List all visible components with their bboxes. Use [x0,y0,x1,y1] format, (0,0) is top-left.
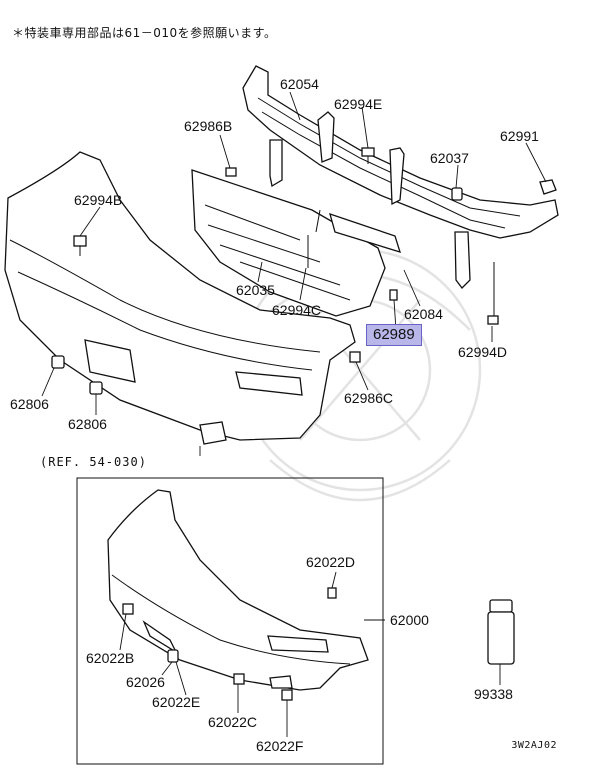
part-label-62986B[interactable]: 62986B [184,118,233,134]
special-parts-note: ＊特装車専用部品は61－010を参照願います。 [12,26,277,40]
part-label-62806-a[interactable]: 62806 [10,396,49,412]
front-bumper-upper[interactable] [4,151,356,445]
screw-62986C[interactable] [349,351,361,363]
part-label-62991[interactable]: 62991 [500,128,539,144]
part-label-62035[interactable]: 62035 [236,282,275,298]
part-label-62022E[interactable]: 62022E [152,694,201,710]
grille-62035[interactable] [191,169,401,317]
part-label-62989-highlighted[interactable]: 62989 [366,324,422,346]
bracket-62026[interactable] [142,620,179,663]
part-label-99338[interactable]: 99338 [474,686,513,702]
clip-62806-a[interactable] [51,355,65,369]
reference-label[interactable]: (REF. 54-030) [40,455,147,469]
part-label-62022C[interactable]: 62022C [208,714,258,730]
reinforcement-bar-62054[interactable] [242,65,559,325]
seal-62989[interactable] [389,289,398,301]
clip-62806-b[interactable] [89,381,103,395]
part-label-62806-b[interactable]: 62806 [68,416,107,432]
clip-62991[interactable] [539,179,557,195]
part-label-62037[interactable]: 62037 [430,150,469,166]
part-label-62994E[interactable]: 62994E [334,96,383,112]
part-label-62054[interactable]: 62054 [280,76,319,92]
part-label-62994D[interactable]: 62994D [458,344,508,360]
paint-bottle-99338[interactable] [487,599,515,665]
fastener-62022B[interactable] [122,603,134,615]
part-label-62022D[interactable]: 62022D [306,554,356,570]
part-label-62994C[interactable]: 62994C [272,302,322,318]
part-label-62986C[interactable]: 62986C [344,390,394,406]
part-label-62994B[interactable]: 62994B [74,192,123,208]
fastener-62022C[interactable] [233,673,245,685]
fastener-62037[interactable] [451,187,463,201]
front-bumper-62000[interactable] [107,489,369,691]
fastener-62022D[interactable] [327,587,337,599]
reference-box [76,477,384,765]
fastener-62022F[interactable] [281,689,293,701]
part-label-62022B[interactable]: 62022B [86,650,135,666]
part-label-62000[interactable]: 62000 [390,612,429,628]
part-label-62084[interactable]: 62084 [404,306,443,322]
screw-62986B[interactable] [225,167,237,177]
leader-lines [41,91,547,737]
part-label-62026[interactable]: 62026 [126,674,165,690]
part-label-62022F[interactable]: 62022F [256,738,304,754]
drawing-code: 3W2AJ02 [511,740,557,751]
